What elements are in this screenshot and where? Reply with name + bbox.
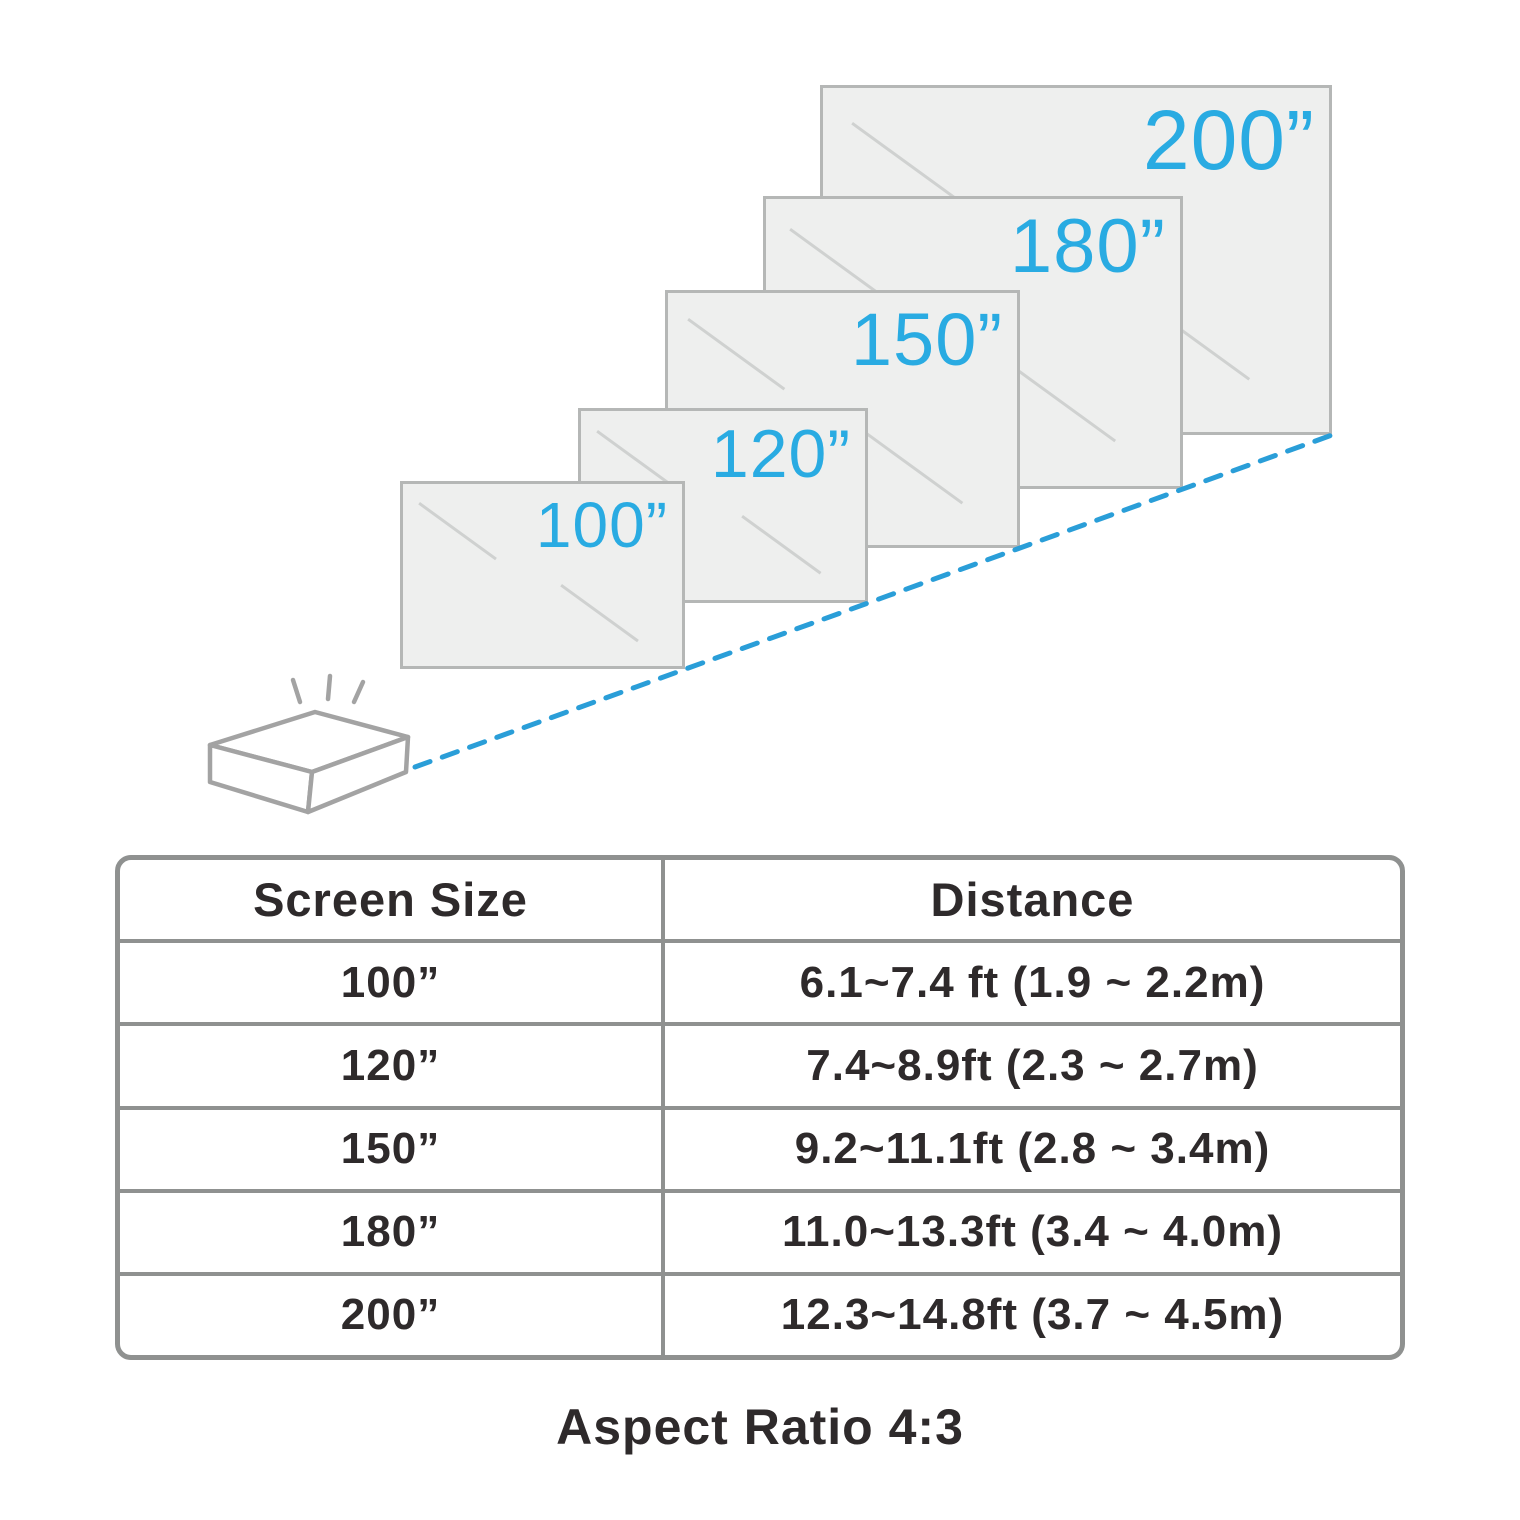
cell-screen-size: 100”	[120, 943, 665, 1023]
screen-glare	[417, 502, 497, 561]
screen-glare	[865, 431, 963, 504]
screen-100: 100”	[400, 481, 685, 669]
table-row: 120” 7.4~8.9ft (2.3 ~ 2.7m)	[120, 1022, 1400, 1106]
screen-glare	[560, 584, 639, 643]
cell-distance: 9.2~11.1ft (2.8 ~ 3.4m)	[794, 1124, 1271, 1174]
cell-distance: 11.0~13.3ft (3.4 ~ 4.0m)	[782, 1207, 1283, 1257]
screen-size-label: 150”	[850, 298, 1003, 381]
screen-glare	[687, 318, 785, 391]
table-row: 180” 11.0~13.3ft (3.4 ~ 4.0m)	[120, 1188, 1400, 1272]
col-header-distance: Distance	[930, 873, 1135, 927]
screen-size-label: 200”	[1142, 93, 1315, 187]
throw-distance-table: Screen Size Distance 100” 6.1~7.4 ft (1.…	[115, 855, 1405, 1360]
cell-distance: 7.4~8.9ft (2.3 ~ 2.7m)	[806, 1040, 1259, 1090]
cell-screen-size: 180”	[120, 1192, 665, 1272]
aspect-ratio-note: Aspect Ratio 4:3	[556, 1399, 964, 1455]
cell-screen-size: 150”	[120, 1109, 665, 1189]
cell-screen-size: 200”	[120, 1275, 665, 1356]
cell-screen-size: 120”	[120, 1026, 665, 1106]
screen-glare	[741, 514, 821, 575]
table-header-row: Screen Size Distance	[120, 860, 1400, 940]
projector-beam-icon	[290, 673, 366, 705]
screen-size-label: 120”	[710, 416, 851, 492]
table-row: 150” 9.2~11.1ft (2.8 ~ 3.4m)	[120, 1105, 1400, 1189]
cell-distance: 6.1~7.4 ft (1.9 ~ 2.2m)	[799, 957, 1266, 1007]
screen-size-label: 100”	[535, 489, 668, 561]
table-row: 200” 12.3~14.8ft (3.7 ~ 4.5m)	[120, 1271, 1400, 1356]
table-row: 100” 6.1~7.4 ft (1.9 ~ 2.2m)	[120, 939, 1400, 1023]
projector-icon	[207, 709, 411, 815]
cell-distance: 12.3~14.8ft (3.7 ~ 4.5m)	[780, 1290, 1285, 1340]
col-header-screen-size: Screen Size	[120, 860, 665, 940]
screen-size-label: 180”	[1009, 204, 1166, 289]
